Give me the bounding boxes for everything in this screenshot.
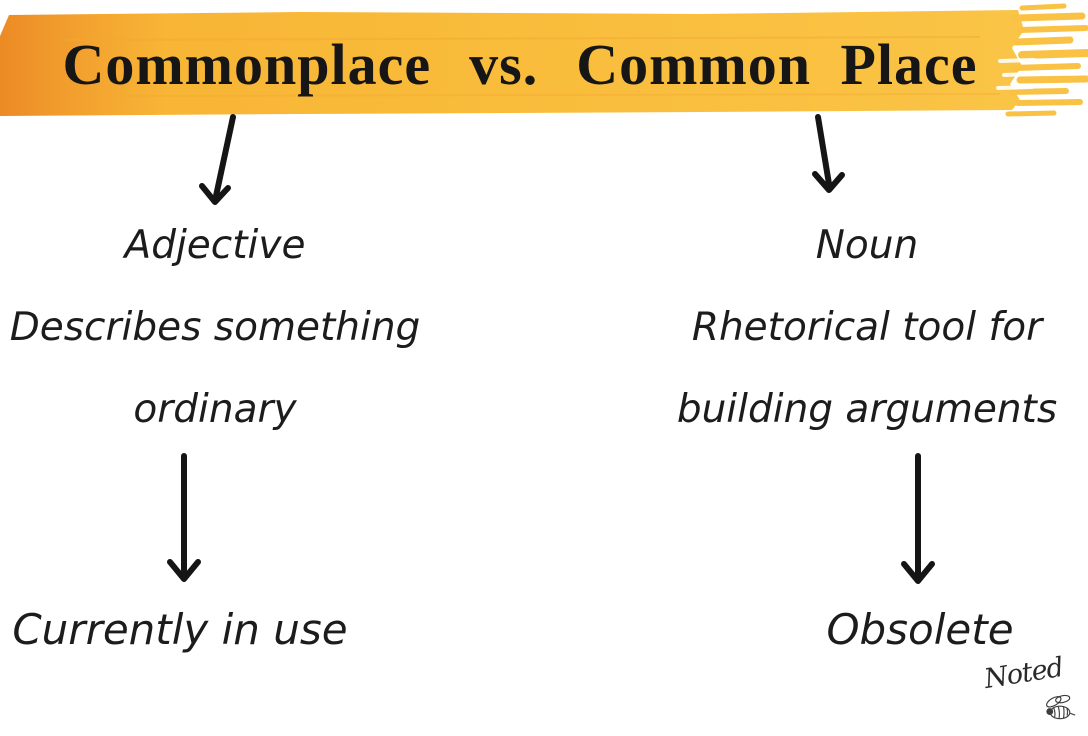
column-commonplace: Adjective Describes something ordinary bbox=[0, 204, 430, 450]
title-term-common-place: Common Place bbox=[576, 31, 978, 97]
commonplace-definition-line1: Describes something bbox=[9, 304, 421, 350]
common-place-definition-line1: Rhetorical tool for bbox=[691, 304, 1043, 350]
common-place-part-of-speech: Noun bbox=[815, 222, 919, 268]
commonplace-part-of-speech: Adjective bbox=[124, 222, 306, 268]
signature: Noted bbox=[982, 652, 1076, 728]
common-place-status: Obsolete bbox=[826, 604, 1014, 654]
banner-brush-stroke bbox=[0, 3, 1088, 117]
commonplace-definition-line2: ordinary bbox=[133, 386, 297, 432]
page-title: Commonplace vs. Common Place bbox=[0, 14, 1040, 114]
down-arrow-icon-ordinary-to-currently bbox=[167, 453, 201, 582]
brush-streaks bbox=[1005, 3, 1088, 117]
down-arrow-icon-arguments-to-obsolete bbox=[901, 453, 935, 584]
title-vs-separator: vs. bbox=[469, 31, 539, 97]
bee-icon bbox=[1046, 694, 1076, 720]
commonplace-status: Currently in use bbox=[12, 604, 348, 654]
title-term-commonplace: Commonplace bbox=[62, 31, 432, 97]
column-common-place: Noun Rhetorical tool for building argume… bbox=[652, 204, 1082, 450]
common-place-definition-line2: building arguments bbox=[676, 386, 1058, 432]
signature-text: Noted bbox=[982, 652, 1065, 695]
